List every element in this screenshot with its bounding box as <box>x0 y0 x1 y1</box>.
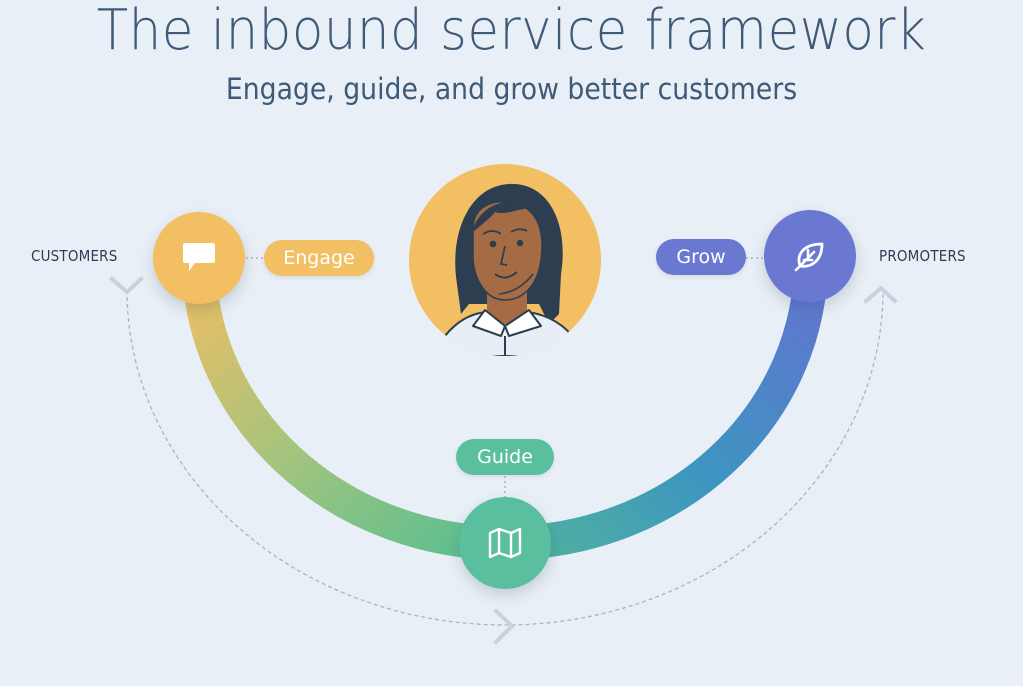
customers-label: CUSTOMERS <box>31 247 118 265</box>
chevron-right-icon <box>493 608 515 645</box>
chevron-up-icon <box>863 285 898 304</box>
guide-pill[interactable]: Guide <box>456 439 554 475</box>
page-subtitle: Engage, guide, and grow better customers <box>225 72 798 106</box>
map-icon <box>488 527 522 559</box>
engage-node[interactable] <box>153 212 245 304</box>
grow-pill[interactable]: Grow <box>656 239 746 275</box>
chevron-down-icon <box>109 276 144 295</box>
grow-node[interactable] <box>764 210 856 302</box>
guide-node[interactable] <box>459 497 551 589</box>
promoters-label: PROMOTERS <box>879 247 966 265</box>
journey-arc-right <box>504 259 828 560</box>
person-avatar <box>409 164 601 356</box>
leaf-icon <box>794 242 824 272</box>
woman-illustration-icon <box>431 183 583 356</box>
page-title: The inbound service framework <box>96 0 927 63</box>
cycle-dashed-arc <box>126 289 884 626</box>
chat-bubble-icon <box>183 243 215 271</box>
engage-pill[interactable]: Engage <box>264 240 374 276</box>
journey-arc-left <box>182 259 506 560</box>
